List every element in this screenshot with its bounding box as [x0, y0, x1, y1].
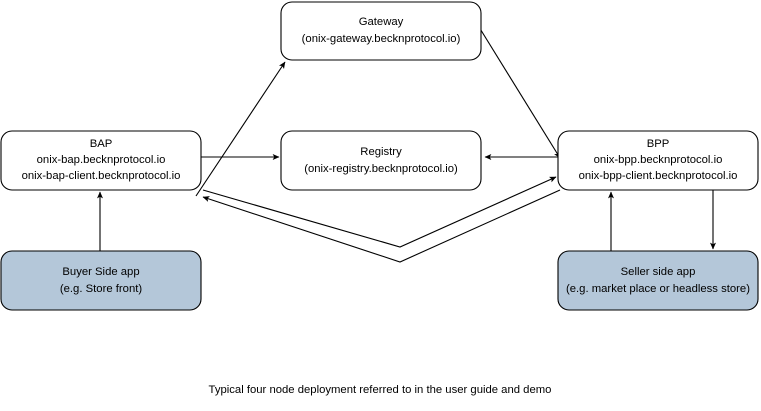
node-bap-client-host: onix-bap-client.becknprotocol.io [22, 170, 181, 182]
node-bpp-box[interactable] [557, 130, 759, 191]
node-seller-side-app-label: Seller side app [621, 266, 696, 278]
node-seller-side-app-sublabel: (e.g. market place or headless store) [566, 283, 750, 295]
node-bpp-label: BPP [647, 138, 670, 150]
node-seller-side-app-box[interactable] [557, 250, 759, 311]
node-buyer-side-app-box[interactable] [0, 250, 202, 311]
node-gateway-box[interactable] [280, 1, 482, 61]
node-bpp-host: onix-bpp.becknprotocol.io [594, 154, 723, 166]
node-bap-host: onix-bap.becknprotocol.io [37, 154, 166, 166]
node-buyer-side-app-sublabel: (e.g. Store front) [60, 283, 142, 295]
node-registry[interactable]: Registry (onix-registry.becknprotocol.io… [280, 130, 482, 191]
node-bap-label: BAP [90, 138, 113, 150]
node-registry-sublabel: (onix-registry.becknprotocol.io) [304, 163, 458, 175]
node-bpp-client-host: onix-bpp-client.becknprotocol.io [579, 170, 738, 182]
edge-gateway-to-bpp [478, 26, 561, 159]
node-registry-box[interactable] [280, 130, 482, 191]
diagram-caption: Typical four node deployment referred to… [209, 384, 552, 396]
node-buyer-side-app[interactable]: Buyer Side app (e.g. Store front) [0, 250, 202, 311]
node-gateway-label: Gateway [359, 16, 404, 28]
edge-bpp-to-bap [202, 189, 561, 263]
node-seller-side-app[interactable]: Seller side app (e.g. market place or he… [557, 250, 759, 311]
node-bap-box[interactable] [0, 130, 202, 191]
node-bpp[interactable]: BPP onix-bpp.becknprotocol.io onix-bpp-c… [557, 130, 759, 191]
node-buyer-side-app-label: Buyer Side app [62, 266, 139, 278]
node-bap[interactable]: BAP onix-bap.becknprotocol.io onix-bap-c… [0, 130, 202, 191]
edge-bap-to-bpp [202, 176, 557, 248]
node-registry-label: Registry [360, 146, 402, 158]
edge-bap-to-gateway [195, 61, 286, 197]
node-gateway-sublabel: (onix-gateway.becknprotocol.io) [302, 33, 461, 45]
edge-layer [96, 26, 717, 263]
node-gateway[interactable]: Gateway (onix-gateway.becknprotocol.io) [280, 1, 482, 61]
